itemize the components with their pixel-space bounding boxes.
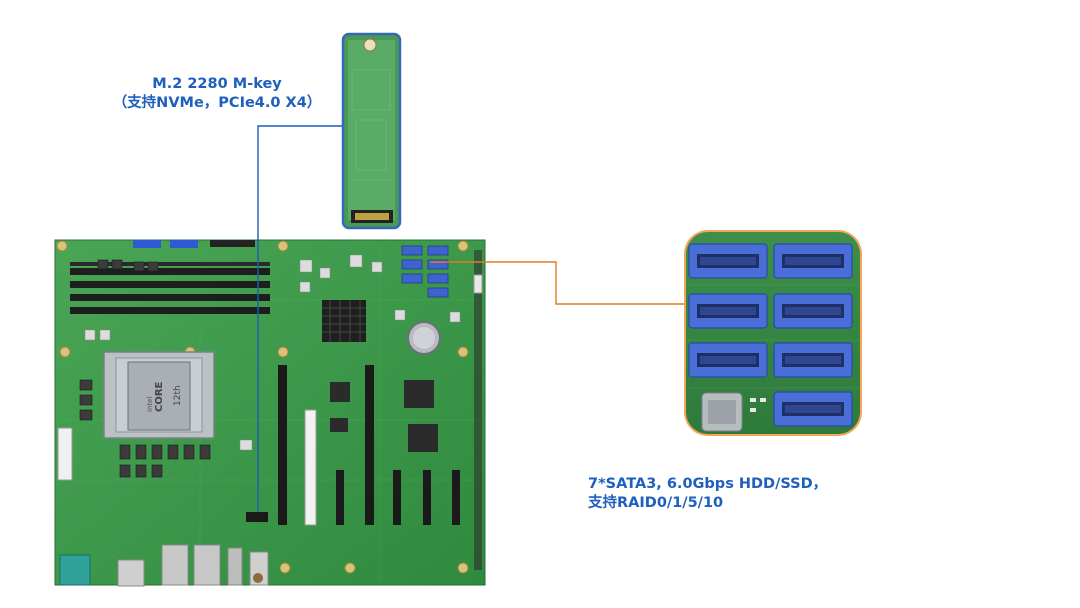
motherboard: intel CORE 12th [54,239,486,587]
chipset-heatsink [322,300,366,342]
ic-chip [404,380,434,408]
usb-port [117,559,145,587]
pci-slot [304,409,317,526]
pcie-slots [278,365,460,525]
sata-port [688,243,768,279]
board-sata-ports [401,245,449,298]
sata-port [773,293,853,329]
cpu-socket: intel CORE 12th [103,351,215,439]
m2-callout-label: M.2 2280 M-key （支持NVMe，PCIe4.0 X4） [92,75,342,113]
com-port [59,554,91,586]
sata-callout-line1: 7*SATA3, 6.0Gbps HDD/SSD， [588,476,828,492]
vrm-chokes [79,259,211,478]
zoom-sata-ports [688,243,853,427]
sata-port [773,243,853,279]
svg-text:CORE: CORE [154,381,165,412]
dimm-slots [70,262,270,314]
sata-callout-line2: 支持RAID0/1/5/10 [588,495,724,511]
lan-port [161,544,189,586]
m2-callout-line2: （支持NVMe，PCIe4.0 X4） [112,95,322,111]
usb-header [133,240,161,248]
m2-callout-line1: M.2 2280 M-key [152,76,282,92]
onboard-m2-slot [246,512,268,522]
m2-leader-line [257,125,342,512]
sata-port [688,342,768,378]
m2-ssd-card [341,32,402,230]
sata-port [773,342,853,378]
svg-text:intel: intel [146,397,154,412]
sata-zoom-inset [684,230,862,436]
rear-io [59,544,269,587]
atx-power-connector [57,427,73,481]
sata-leader-line [430,261,686,305]
sata-port [688,293,768,329]
sata-port [773,391,853,427]
svg-text:12th: 12th [173,385,183,406]
sata-callout-label: 7*SATA3, 6.0Gbps HDD/SSD， 支持RAID0/1/5/10 [588,475,888,513]
